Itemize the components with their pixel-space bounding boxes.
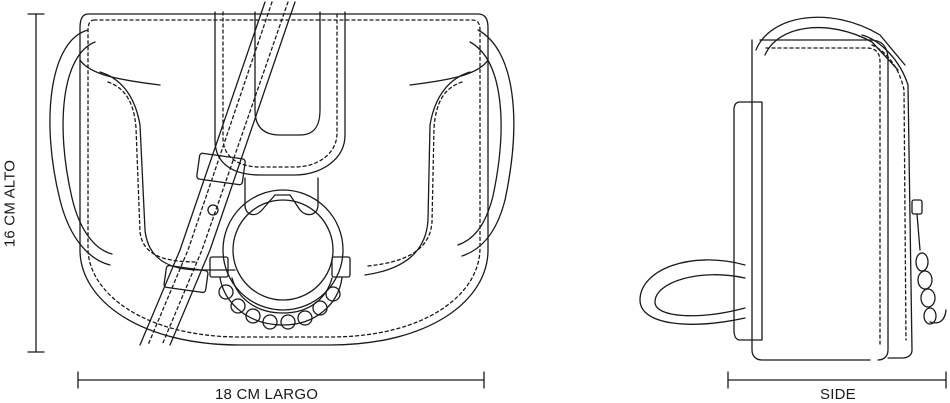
side-top-strap (755, 16, 906, 66)
flap-edge (79, 59, 161, 86)
side-top-strap-inner (764, 26, 899, 71)
ring-outer (222, 189, 344, 311)
side-body-stitch (765, 47, 881, 345)
braided-cord (209, 256, 351, 330)
side-body-back (751, 39, 871, 361)
center-tab-stitch (222, 11, 338, 168)
rear-strap-loop-right (461, 29, 515, 257)
bag-body-stitch (87, 19, 481, 338)
side-braided-cord (911, 199, 947, 325)
side-view-bag (639, 16, 947, 361)
side-body-front (759, 39, 889, 361)
rear-strap-loop-inner (62, 41, 113, 255)
left-panel-stitch (107, 81, 199, 263)
side-lower-strap (639, 259, 746, 325)
rear-strap-loop-right-inner (457, 41, 502, 246)
bag-body-outline (79, 13, 489, 346)
width-label: 18 CM LARGO (210, 387, 324, 402)
center-tab (214, 11, 346, 176)
front-strap-stitch-2 (161, 1, 289, 346)
right-panel-stitch (367, 81, 463, 267)
center-tab-inner (254, 11, 321, 136)
strap-keeper-top (196, 152, 246, 186)
flap-edge-right (409, 59, 489, 86)
height-dimension (27, 13, 45, 353)
side-flap (861, 34, 913, 359)
front-strap-stitch (147, 1, 273, 346)
side-label: SIDE (816, 387, 860, 402)
right-panel (364, 71, 471, 276)
front-strap-left-edge (139, 1, 266, 346)
side-gusset-tab (733, 101, 763, 341)
rivet (207, 204, 219, 216)
strap-keeper-bottom (163, 264, 209, 294)
width-dimension (77, 371, 485, 389)
side-lower-strap-inner (654, 274, 746, 317)
ring-inner (232, 199, 334, 301)
height-label: 16 CM ALTO (2, 143, 19, 264)
front-view-bag (49, 1, 515, 346)
front-strap-right-edge (169, 1, 296, 346)
left-panel (99, 71, 236, 271)
side-dimension (727, 371, 947, 389)
side-flap-stitch (871, 44, 907, 341)
